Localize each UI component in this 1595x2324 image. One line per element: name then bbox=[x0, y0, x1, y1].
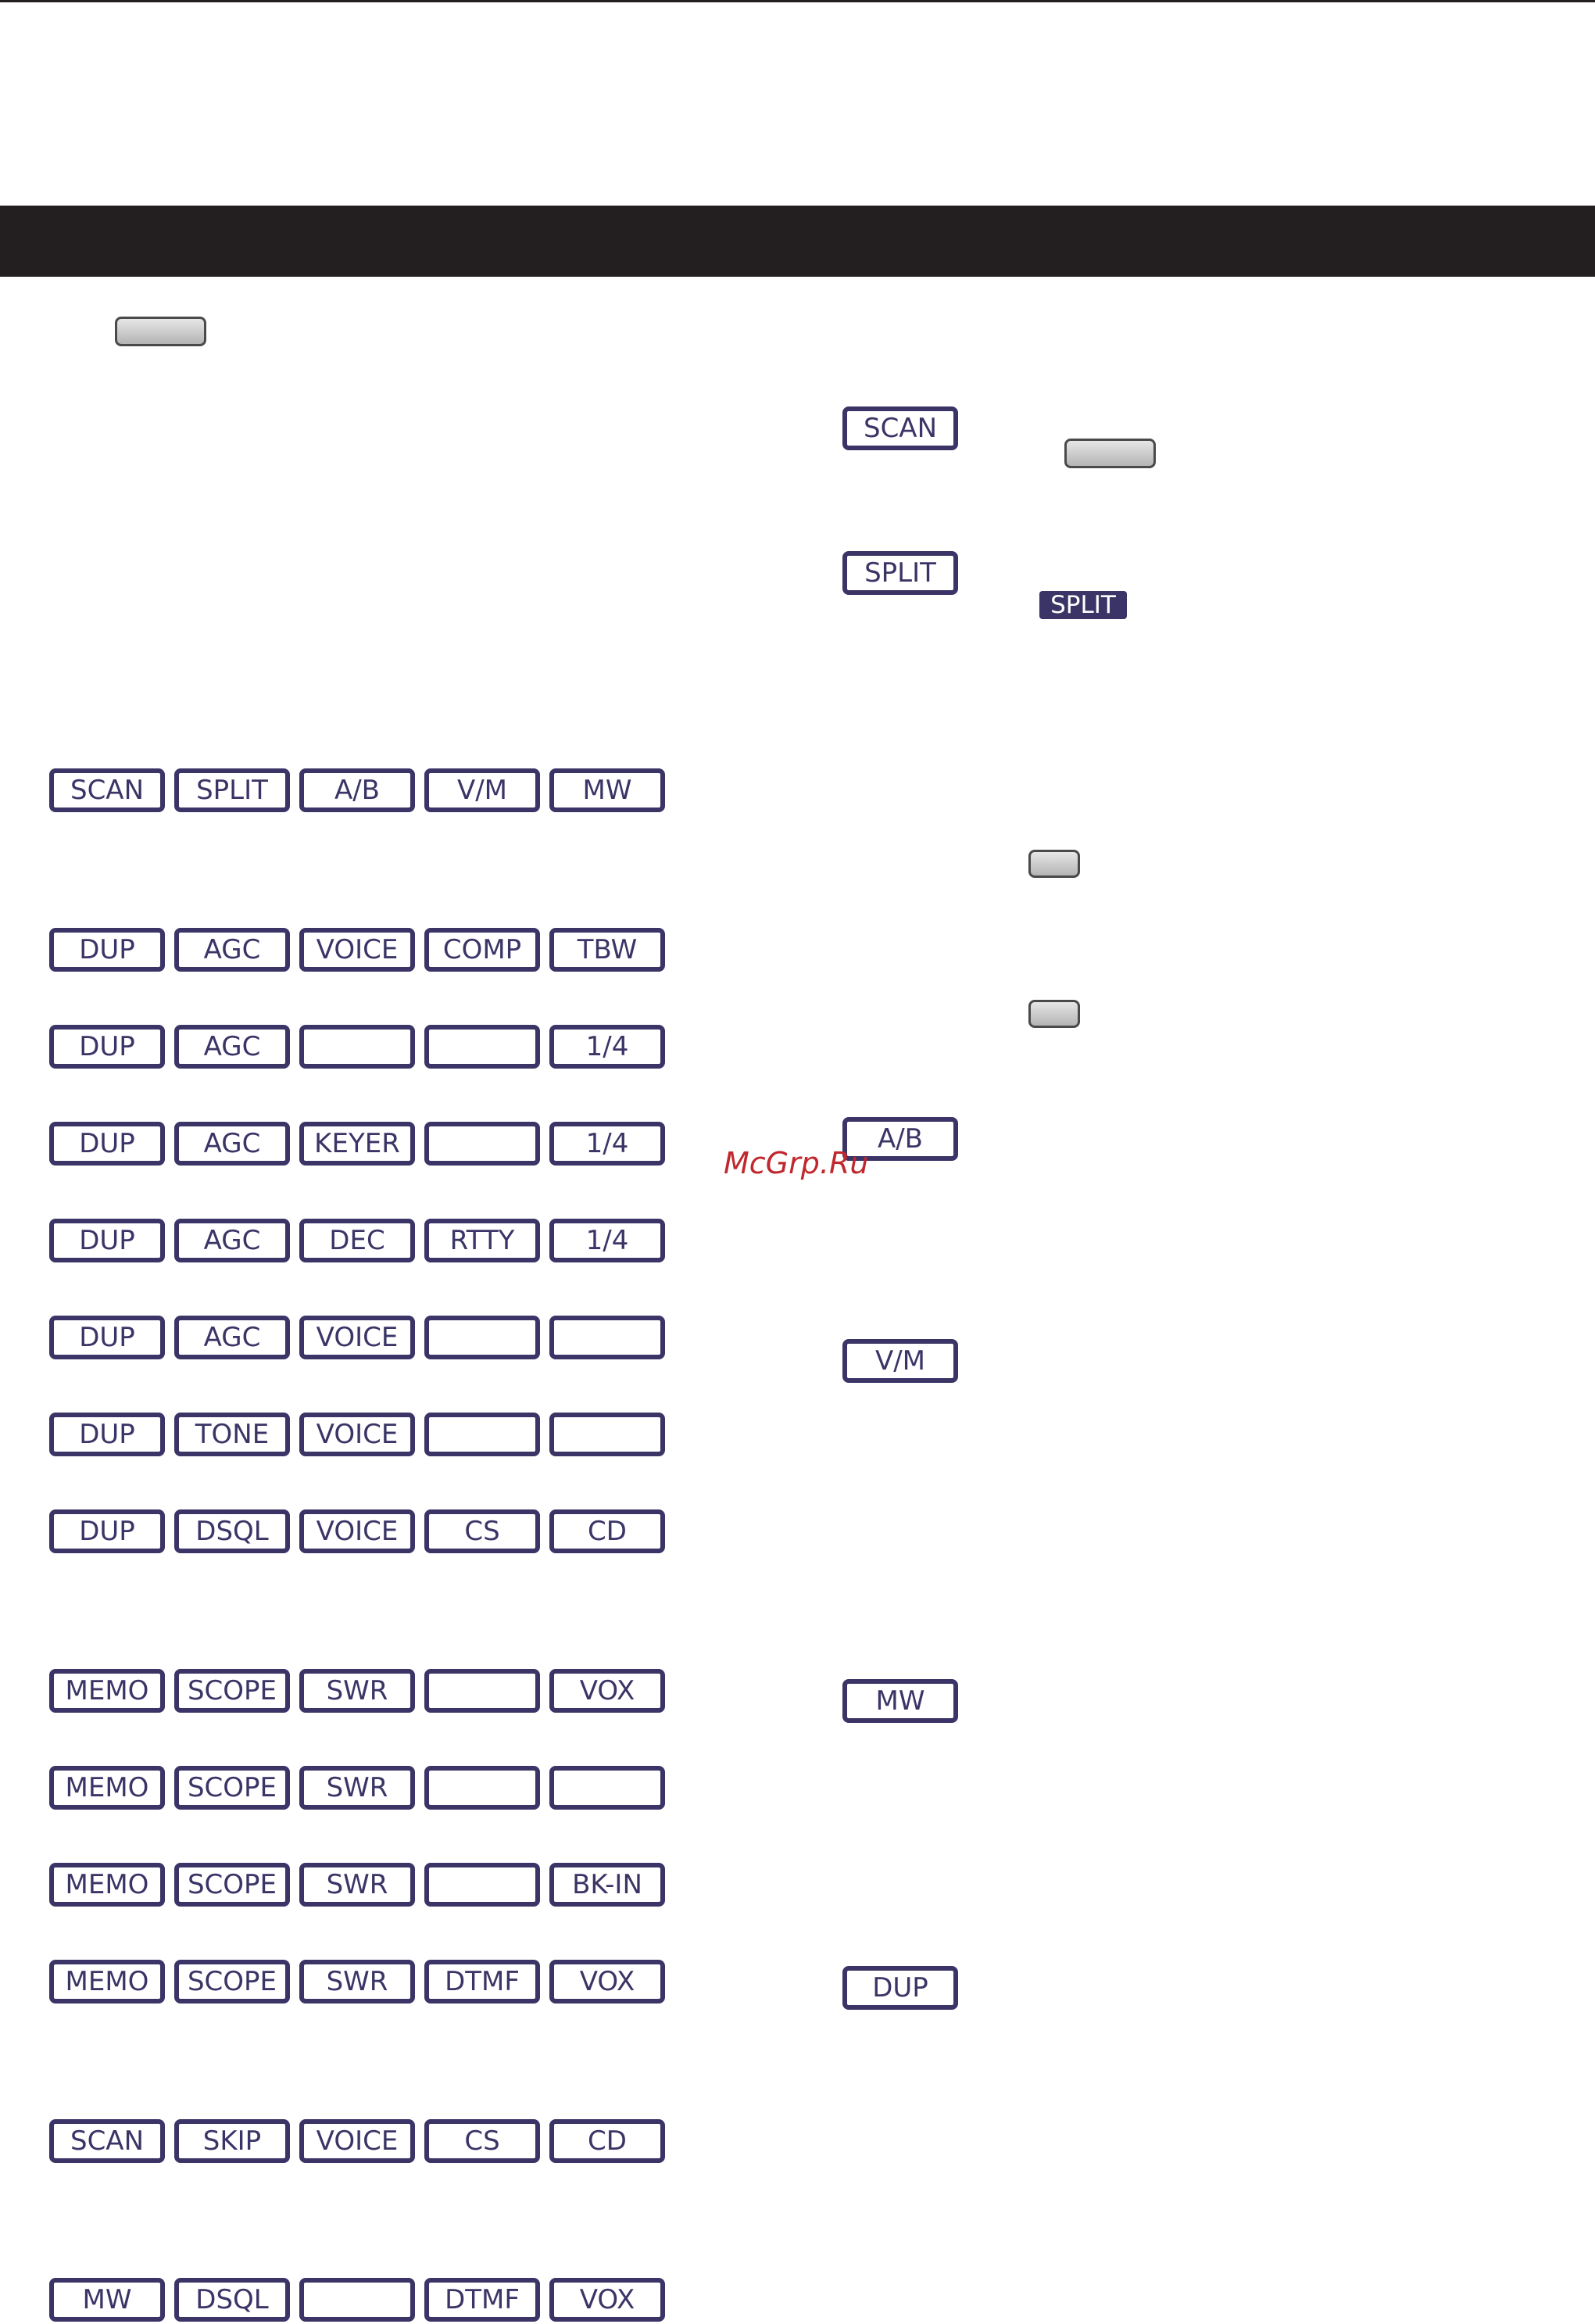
key-r13-c1[interactable]: SCAN bbox=[49, 2119, 165, 2163]
key-r13-c4[interactable]: CS bbox=[424, 2119, 540, 2163]
key-r9-c1[interactable]: MEMO bbox=[49, 1669, 165, 1713]
key-r10-c1[interactable]: MEMO bbox=[49, 1766, 165, 1810]
key-r8-c4[interactable]: CS bbox=[424, 1509, 540, 1553]
key-r1-c2[interactable]: SPLIT bbox=[174, 768, 290, 812]
key-row-5: DUP AGC DEC RTTY 1/4 bbox=[49, 1219, 665, 1262]
key-r2-c5[interactable]: TBW bbox=[549, 928, 665, 972]
key-r1-c4[interactable]: V/M bbox=[424, 768, 540, 812]
key-r11-c1[interactable]: MEMO bbox=[49, 1863, 165, 1907]
key-r6-c3[interactable]: VOICE bbox=[299, 1316, 415, 1359]
key-r11-c5[interactable]: BK-IN bbox=[549, 1863, 665, 1907]
key-r7-c1[interactable]: DUP bbox=[49, 1413, 165, 1456]
small-key-icon bbox=[1028, 850, 1080, 878]
key-row-2: DUP AGC VOICE COMP TBW bbox=[49, 928, 665, 972]
key-r9-c4[interactable] bbox=[424, 1669, 540, 1713]
key-r12-c4[interactable]: DTMF bbox=[424, 1960, 540, 2004]
key-r12-c5[interactable]: VOX bbox=[549, 1960, 665, 2004]
key-row-4: DUP AGC KEYER 1/4 bbox=[49, 1122, 665, 1166]
key-r14-c5[interactable]: VOX bbox=[549, 2278, 665, 2322]
section-header-bar bbox=[0, 206, 1595, 277]
key-r3-c1[interactable]: DUP bbox=[49, 1025, 165, 1069]
key-r6-c5[interactable] bbox=[549, 1316, 665, 1359]
key-row-7: DUP TONE VOICE bbox=[49, 1413, 665, 1456]
key-r4-c2[interactable]: AGC bbox=[174, 1122, 290, 1166]
key-r13-c2[interactable]: SKIP bbox=[174, 2119, 290, 2163]
key-r1-c3[interactable]: A/B bbox=[299, 768, 415, 812]
key-r10-c2[interactable]: SCOPE bbox=[174, 1766, 290, 1810]
key-r7-c2[interactable]: TONE bbox=[174, 1413, 290, 1456]
key-row-13: SCAN SKIP VOICE CS CD bbox=[49, 2119, 665, 2163]
key-r4-c1[interactable]: DUP bbox=[49, 1122, 165, 1166]
menu-key-icon bbox=[115, 317, 206, 346]
key-r2-c4[interactable]: COMP bbox=[424, 928, 540, 972]
key-r10-c3[interactable]: SWR bbox=[299, 1766, 415, 1810]
key-r8-c5[interactable]: CD bbox=[549, 1509, 665, 1553]
mw-key[interactable]: MW bbox=[842, 1679, 958, 1723]
key-r6-c2[interactable]: AGC bbox=[174, 1316, 290, 1359]
key-r7-c3[interactable]: VOICE bbox=[299, 1413, 415, 1456]
key-r4-c5[interactable]: 1/4 bbox=[549, 1122, 665, 1166]
key-row-12: MEMO SCOPE SWR DTMF VOX bbox=[49, 1960, 665, 2004]
split-key[interactable]: SPLIT bbox=[842, 551, 958, 595]
key-r11-c2[interactable]: SCOPE bbox=[174, 1863, 290, 1907]
scan-key[interactable]: SCAN bbox=[842, 406, 958, 450]
key-r2-c1[interactable]: DUP bbox=[49, 928, 165, 972]
key-r5-c3[interactable]: DEC bbox=[299, 1219, 415, 1262]
key-row-10: MEMO SCOPE SWR bbox=[49, 1766, 665, 1810]
key-r5-c5[interactable]: 1/4 bbox=[549, 1219, 665, 1262]
key-r12-c2[interactable]: SCOPE bbox=[174, 1960, 290, 2004]
key-row-14: MW DSQL DTMF VOX bbox=[49, 2278, 665, 2322]
key-row-11: MEMO SCOPE SWR BK-IN bbox=[49, 1863, 665, 1907]
key-r8-c3[interactable]: VOICE bbox=[299, 1509, 415, 1553]
key-r4-c3[interactable]: KEYER bbox=[299, 1122, 415, 1166]
key-r5-c2[interactable]: AGC bbox=[174, 1219, 290, 1262]
key-r12-c1[interactable]: MEMO bbox=[49, 1960, 165, 2004]
key-r14-c4[interactable]: DTMF bbox=[424, 2278, 540, 2322]
key-r3-c2[interactable]: AGC bbox=[174, 1025, 290, 1069]
key-r14-c2[interactable]: DSQL bbox=[174, 2278, 290, 2322]
key-r11-c3[interactable]: SWR bbox=[299, 1863, 415, 1907]
key-r7-c5[interactable] bbox=[549, 1413, 665, 1456]
key-r10-c5[interactable] bbox=[549, 1766, 665, 1810]
menu-key-icon-2 bbox=[1064, 439, 1156, 468]
key-r3-c5[interactable]: 1/4 bbox=[549, 1025, 665, 1069]
key-r13-c5[interactable]: CD bbox=[549, 2119, 665, 2163]
key-r2-c3[interactable]: VOICE bbox=[299, 928, 415, 972]
key-r5-c1[interactable]: DUP bbox=[49, 1219, 165, 1262]
ab-key[interactable]: A/B bbox=[842, 1117, 958, 1161]
key-r14-c3[interactable] bbox=[299, 2278, 415, 2322]
key-r6-c4[interactable] bbox=[424, 1316, 540, 1359]
key-row-8: DUP DSQL VOICE CS CD bbox=[49, 1509, 665, 1553]
key-r7-c4[interactable] bbox=[424, 1413, 540, 1456]
watermark: McGrp.Ru bbox=[724, 1146, 869, 1180]
small-key-icon-2 bbox=[1028, 1000, 1080, 1028]
key-r1-c1[interactable]: SCAN bbox=[49, 768, 165, 812]
key-r3-c3[interactable] bbox=[299, 1025, 415, 1069]
key-r13-c3[interactable]: VOICE bbox=[299, 2119, 415, 2163]
key-r5-c4[interactable]: RTTY bbox=[424, 1219, 540, 1262]
key-r8-c1[interactable]: DUP bbox=[49, 1509, 165, 1553]
key-row-9: MEMO SCOPE SWR VOX bbox=[49, 1669, 665, 1713]
key-r3-c4[interactable] bbox=[424, 1025, 540, 1069]
key-row-1: SCAN SPLIT A/B V/M MW bbox=[49, 768, 665, 812]
key-r6-c1[interactable]: DUP bbox=[49, 1316, 165, 1359]
key-r4-c4[interactable] bbox=[424, 1122, 540, 1166]
key-r11-c4[interactable] bbox=[424, 1863, 540, 1907]
top-rule bbox=[0, 0, 1595, 2]
key-r14-c1[interactable]: MW bbox=[49, 2278, 165, 2322]
key-row-3: DUP AGC 1/4 bbox=[49, 1025, 665, 1069]
split-indicator: SPLIT bbox=[1039, 591, 1127, 619]
key-r9-c5[interactable]: VOX bbox=[549, 1669, 665, 1713]
key-r10-c4[interactable] bbox=[424, 1766, 540, 1810]
key-row-6: DUP AGC VOICE bbox=[49, 1316, 665, 1359]
key-r2-c2[interactable]: AGC bbox=[174, 928, 290, 972]
key-r8-c2[interactable]: DSQL bbox=[174, 1509, 290, 1553]
key-r12-c3[interactable]: SWR bbox=[299, 1960, 415, 2004]
key-r9-c3[interactable]: SWR bbox=[299, 1669, 415, 1713]
key-r9-c2[interactable]: SCOPE bbox=[174, 1669, 290, 1713]
vm-key[interactable]: V/M bbox=[842, 1339, 958, 1383]
key-r1-c5[interactable]: MW bbox=[549, 768, 665, 812]
dup-key[interactable]: DUP bbox=[842, 1966, 958, 2010]
